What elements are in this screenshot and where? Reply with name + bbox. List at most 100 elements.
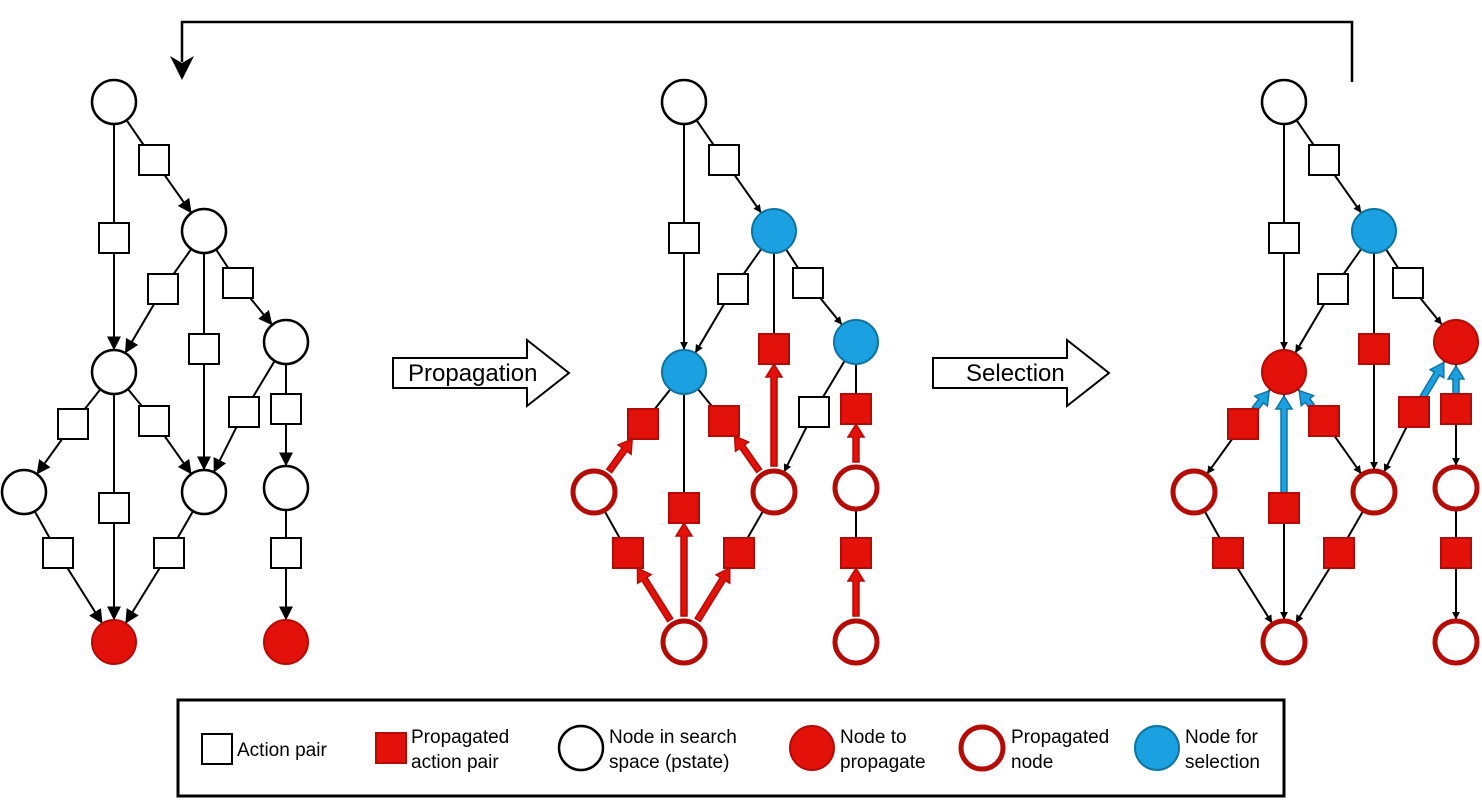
search-node — [180, 207, 228, 255]
node-for-selection — [1351, 208, 1397, 254]
propagation-label: Propagation — [408, 360, 537, 387]
action-pair — [222, 267, 254, 299]
propagated-action-pair — [1308, 405, 1340, 437]
search-node — [90, 78, 138, 126]
graph-propagation — [570, 78, 880, 666]
propagated-action-pair — [1440, 393, 1472, 425]
node-to-propagate — [263, 619, 309, 665]
action-pair — [147, 273, 179, 305]
propagated-node — [1170, 468, 1218, 516]
action-pair — [717, 273, 749, 305]
node-for-selection — [751, 208, 797, 254]
selection-edge-arrow — [1274, 394, 1294, 494]
propagated-action-pair — [1440, 537, 1472, 569]
action-pair — [138, 144, 170, 176]
propagated-node — [660, 618, 708, 666]
propagation-arrow: Propagation — [392, 337, 571, 409]
propagated-action-pair — [668, 492, 700, 524]
graph-initial — [0, 78, 310, 665]
propagated-action-pair — [758, 333, 790, 365]
action-pair — [1392, 267, 1424, 299]
selection-edge-arrow — [1446, 364, 1466, 395]
propagation-edge-arrow — [846, 422, 866, 463]
svg-text:Node to propagate: Node to propagate — [840, 727, 926, 773]
selection-edge-arrow — [1251, 389, 1271, 412]
action-pair — [57, 408, 89, 440]
action-pair — [228, 396, 260, 428]
propagation-edge-arrow — [846, 566, 866, 617]
node-for-selection — [833, 319, 879, 365]
propagated-node — [750, 468, 798, 516]
action-pair — [798, 396, 830, 428]
search-node — [180, 468, 228, 516]
svg-text:Propagated node: Propagated node — [1011, 727, 1115, 773]
legend-node-in-search-space: Node in search space (pstate) — [557, 724, 742, 773]
propagated-node — [1350, 468, 1398, 516]
action-pair — [42, 537, 74, 569]
search-node — [262, 464, 310, 512]
action-pair — [153, 537, 185, 569]
legend-propagated-action-pair: Propagated action pair — [375, 727, 515, 773]
propagated-action-pair — [612, 537, 644, 569]
propagation-edge-arrow — [733, 434, 763, 474]
node-to-propagate — [91, 619, 137, 665]
propagated-action-pair — [1227, 408, 1259, 440]
graph-selection — [1170, 78, 1480, 666]
legend-action-pair: Action pair — [201, 733, 327, 765]
propagated-action-pair — [840, 393, 872, 425]
legend-propagated-node: Propagated node — [958, 724, 1115, 773]
svg-text:Node in search space (: Node in search space (pstate) — [609, 727, 742, 773]
propagated-node — [832, 618, 880, 666]
propagated-action-pair — [1358, 333, 1390, 365]
search-node — [262, 318, 310, 366]
action-pair — [792, 267, 824, 299]
propagated-action-pair — [1268, 492, 1300, 524]
selection-label: Selection — [966, 360, 1065, 387]
legend: Action pair Propagated action pair Node … — [176, 698, 1286, 798]
propagated-action-pair — [723, 537, 755, 569]
action-pair — [668, 222, 700, 254]
search-node — [90, 348, 138, 396]
propagated-node — [1432, 464, 1480, 512]
propagated-node — [570, 468, 618, 516]
action-pair — [188, 333, 220, 365]
propagated-action-pair — [1212, 537, 1244, 569]
legend-node-to-propagate: Node to propagate — [789, 725, 926, 773]
action-pair — [98, 492, 130, 524]
propagated-node — [1260, 618, 1308, 666]
action-pair — [98, 222, 130, 254]
propagated-action-pair — [1398, 396, 1430, 428]
node-for-selection — [661, 349, 707, 395]
svg-text:Propagated action pair: Propagated action pair — [411, 727, 515, 773]
action-pair — [270, 537, 302, 569]
node-to-propagate — [1433, 319, 1479, 365]
propagation-edge-arrow — [764, 362, 784, 467]
svg-text:Node for selection: Node for selection — [1185, 727, 1263, 773]
propagation-edge-arrow — [636, 566, 674, 623]
node-to-propagate — [1261, 349, 1307, 395]
selection-edge-arrow — [1419, 361, 1445, 400]
propagated-action-pair — [627, 408, 659, 440]
action-pair — [1308, 144, 1340, 176]
propagation-edge-arrow — [605, 437, 634, 474]
action-pair — [138, 405, 170, 437]
selection-arrow: Selection — [932, 337, 1111, 409]
propagation-edge-arrow — [694, 566, 731, 623]
action-pair — [708, 144, 740, 176]
search-node — [660, 78, 708, 126]
propagated-action-pair — [708, 405, 740, 437]
propagation-edge-arrow — [674, 521, 694, 617]
propagated-node — [1432, 618, 1480, 666]
propagated-action-pair — [840, 537, 872, 569]
svg-text:Action pair: Action pair — [237, 740, 327, 761]
action-pair — [1317, 273, 1349, 305]
search-node — [0, 468, 48, 516]
loop-back-arrow — [170, 20, 1354, 82]
action-pair — [270, 393, 302, 425]
propagated-node — [832, 464, 880, 512]
legend-node-for-selection: Node for selection — [1134, 725, 1263, 773]
propagated-action-pair — [1323, 537, 1355, 569]
action-pair — [1268, 222, 1300, 254]
search-node — [1260, 78, 1308, 126]
